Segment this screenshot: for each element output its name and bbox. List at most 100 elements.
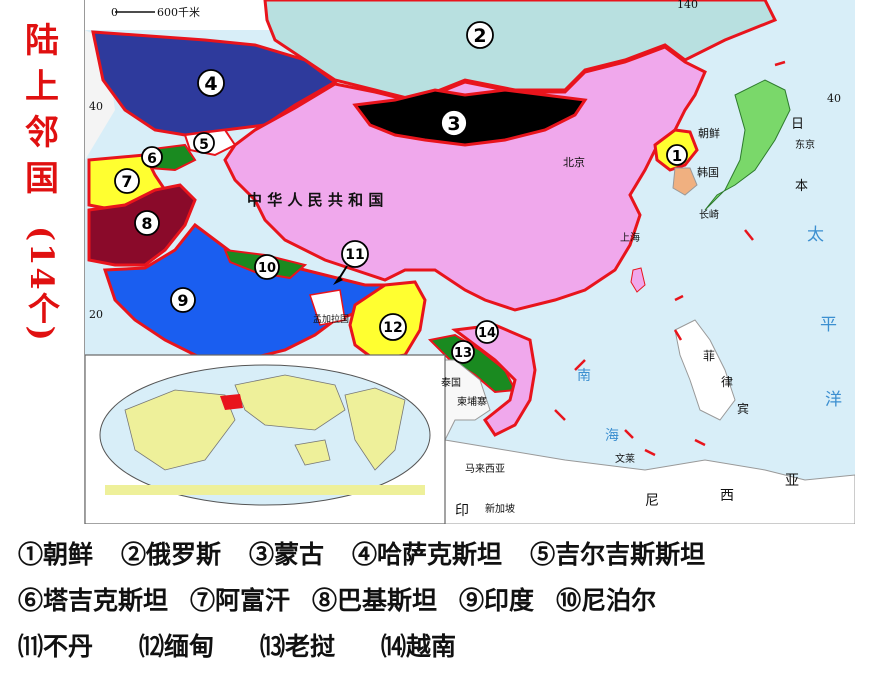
label-xinjiapo: 新加坡 (485, 502, 515, 515)
label-hai: 海 (605, 428, 619, 444)
label-dongjing: 东京 (795, 138, 815, 151)
mongolia-region (352, 88, 588, 147)
city-beijing: 北京 (563, 155, 585, 169)
legend-item: ③蒙古 (249, 540, 325, 569)
label-ping: 平 (820, 315, 837, 335)
marker-6: 6 (141, 146, 163, 168)
svg-text:8: 8 (141, 214, 152, 233)
svg-text:14: 14 (478, 326, 496, 341)
legend-item: ⒁越南 (381, 632, 457, 661)
label-ben: 本 (795, 179, 808, 194)
coord-left-40: 40 (89, 100, 103, 113)
label-nan: 南 (577, 368, 591, 384)
svg-text:3: 3 (447, 113, 460, 135)
coord-right-40: 40 (827, 92, 841, 105)
legend-item: ⑧巴基斯坦 (312, 586, 438, 615)
label-yang: 洋 (825, 390, 842, 410)
coord-left-20: 20 (89, 308, 103, 321)
svg-text:11: 11 (345, 247, 364, 263)
svg-text:6: 6 (147, 151, 157, 167)
legend-item: ⑦阿富汗 (190, 586, 291, 615)
title-char: 国 (25, 159, 59, 199)
svg-text:2: 2 (473, 25, 486, 47)
japan-region (704, 79, 791, 211)
label-ya: 亚 (785, 473, 799, 489)
svg-text:13: 13 (454, 346, 472, 361)
marker-3: 3 (440, 109, 468, 137)
coord-top: 140 (677, 0, 698, 11)
svg-text:1: 1 (672, 147, 682, 165)
marker-14: 14 (475, 320, 499, 344)
legend-row-2: ⑥塔吉克斯坦 ⑦阿富汗 ⑧巴基斯坦 ⑨印度 ⑩尼泊尔 (18, 576, 868, 622)
maritime-boundary (554, 60, 786, 457)
legend-item: ⑨印度 (459, 586, 535, 615)
title-char: 上 (25, 67, 59, 107)
label-changqi: 长崎 (699, 208, 719, 221)
land-west (85, 0, 275, 30)
legend-row-1: ①朝鲜 ②俄罗斯 ③蒙古 ④哈萨克斯坦 ⑤吉尔吉斯斯坦 (18, 530, 868, 576)
scale-zero: 0 (111, 6, 118, 19)
label-bin: 宾 (737, 401, 749, 416)
label-xi: 西 (720, 488, 734, 504)
legend-item: ⑩尼泊尔 (556, 586, 657, 615)
legend-item: ⒀老挝 (260, 632, 336, 661)
neighbor-count: (14个) (23, 226, 61, 343)
marker-13: 13 (451, 340, 475, 364)
svg-text:10: 10 (258, 261, 276, 276)
legend-row-3: ⑾不丹 ⑿缅甸 ⒀老挝 ⒁越南 (18, 622, 868, 668)
legend-item: ①朝鲜 (18, 540, 94, 569)
legend-item: ⑥塔吉克斯坦 (18, 586, 169, 615)
legend-item: ②俄罗斯 (121, 540, 222, 569)
side-title: 陆 上 邻 国 (14个) (0, 0, 84, 524)
label-jianpuzhai: 柬埔寨 (457, 395, 487, 408)
china-label: 中 华 人 民 共 和 国 (247, 191, 383, 209)
marker-11: 11 (333, 240, 369, 285)
label-ni: 尼 (645, 493, 659, 509)
marker-1: 1 (666, 144, 688, 166)
southeast-asia-land (444, 439, 855, 524)
svg-text:5: 5 (199, 137, 209, 153)
legend-item: ⑿缅甸 (139, 632, 215, 661)
south-korea-region (672, 167, 698, 196)
inset-land-america (344, 387, 406, 471)
label-hanguo: 韩国 (697, 165, 719, 179)
marker-12: 12 (379, 313, 407, 341)
russia-region (263, 0, 778, 102)
scale-label: 600千米 (157, 6, 200, 19)
svg-text:4: 4 (204, 73, 217, 95)
inset-china-highlight (220, 394, 243, 410)
label-ri: 日 (791, 117, 804, 132)
marker-8: 8 (134, 210, 160, 236)
title-char: 陆 (25, 21, 59, 61)
label-lv: 律 (721, 375, 733, 389)
marker-2: 2 (466, 21, 494, 49)
label-taiguo: 泰国 (441, 376, 461, 389)
map-panel: 0 600千米 140 40 20 40 中 华 人 民 共 和 国 北京 上海… (84, 0, 855, 524)
label-meng: 孟加拉国 (313, 313, 349, 325)
legend-item: ⑾不丹 (18, 632, 94, 661)
vietnam-region (451, 323, 537, 437)
inset-land-australia (294, 439, 331, 466)
city-shanghai: 上海 (620, 231, 640, 244)
legend-item: ④哈萨克斯坦 (352, 540, 503, 569)
marker-10: 10 (254, 254, 280, 280)
label-tai: 太 (807, 225, 824, 245)
marker-9: 9 (170, 287, 196, 313)
inset-land-africa (124, 389, 236, 471)
marker-5: 5 (193, 132, 215, 154)
bangladesh-region (309, 289, 346, 326)
taiwan-region (630, 267, 646, 293)
svg-text:7: 7 (121, 172, 132, 191)
label-wenlai: 文莱 (615, 452, 635, 465)
legend-item: ⑤吉尔吉斯斯坦 (530, 540, 706, 569)
marker-4: 4 (197, 69, 225, 97)
svg-text:9: 9 (177, 291, 188, 310)
label-yin: 印 (455, 503, 469, 519)
map-svg: 0 600千米 140 40 20 40 中 华 人 民 共 和 国 北京 上海… (85, 0, 855, 524)
label-malaixiya: 马来西亚 (465, 463, 505, 475)
label-chaoxian: 朝鲜 (698, 126, 720, 140)
svg-text:12: 12 (383, 320, 402, 336)
marker-7: 7 (114, 168, 140, 194)
label-fei: 菲 (703, 349, 715, 363)
inset-land-asia (234, 374, 346, 431)
